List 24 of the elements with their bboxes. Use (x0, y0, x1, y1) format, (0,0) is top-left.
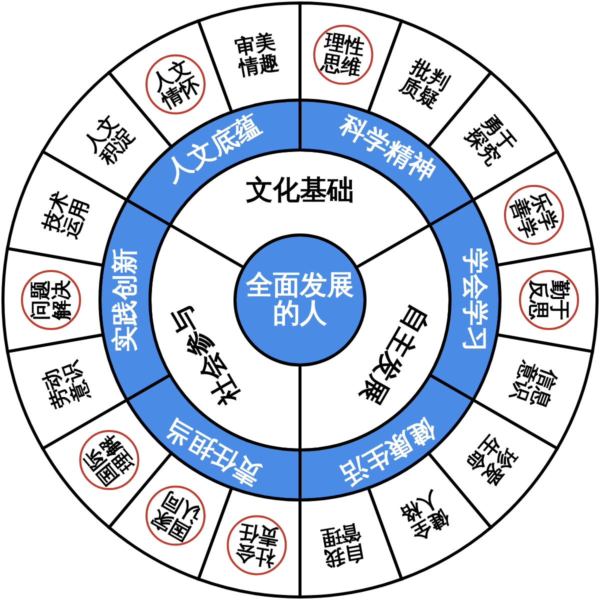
segment-label: 信息意识 (507, 358, 561, 412)
segment-label: 健全人格 (396, 486, 454, 544)
segment-label: 社会责任 (232, 520, 282, 570)
segment-label: 文化基础 (246, 172, 354, 208)
segment-label: 问题解决 (30, 279, 72, 321)
segment-label: 国际理解 (80, 430, 139, 490)
segment-label: 勤于反思 (528, 279, 570, 321)
segment-label: 乐学善学 (507, 188, 561, 242)
segment-label: 批判质疑 (396, 56, 454, 114)
segment-label: 学会学习 (458, 248, 492, 352)
segment-label: 审美情趣 (232, 30, 282, 80)
segment-label: 自主发展 (352, 299, 438, 411)
segment-label: 技术运用 (39, 188, 93, 242)
segment-label: 劳动意识 (39, 358, 93, 412)
segment-label: 勇于探究 (461, 110, 520, 170)
segment-label: 珍爱生命 (461, 430, 520, 490)
segment-label: 自我管理 (318, 520, 368, 570)
segment-label: 社会参与 (162, 299, 248, 411)
center-label: 全面发展的人 (245, 245, 355, 355)
segment-label: 人文情怀 (146, 56, 204, 114)
segment-label: 人文积淀 (80, 110, 139, 170)
segment-label: 国家认同 (146, 486, 204, 544)
segment-label: 实践创新 (108, 248, 142, 352)
segment-label: 理性思维 (318, 30, 368, 80)
